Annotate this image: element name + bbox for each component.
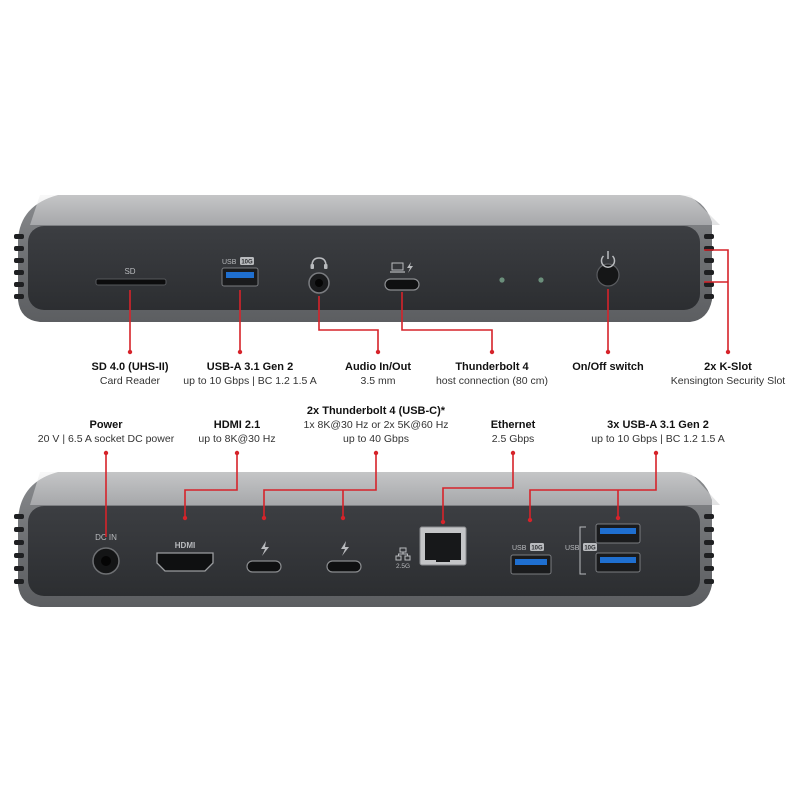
callout-thunderbolt-ports-sub2: up to 40 Gbps [343,433,409,445]
callout-usb-a: USB-A 3.1 Gen 2 up to 10 Gbps | BC 1.2 1… [183,360,316,388]
callout-sd-sub: Card Reader [99,375,161,387]
callout-usb-a-3x-title: 3x USB-A 3.1 Gen 2 [607,419,709,431]
usb-badge-top: USB [222,259,237,266]
laptop-thunderbolt-icon [390,262,413,273]
thunderbolt-host-port [384,278,420,291]
callout-usb-a-title: USB-A 3.1 Gen 2 [206,361,294,373]
usb-group-bracket [579,526,586,575]
usb-a-tongue-bottom-3 [600,557,636,563]
callout-ethernet-title: Ethernet [490,419,536,431]
ethernet-speed-label: 2.5G [396,563,410,570]
callout-audio-title: Audio In/Out [345,361,411,373]
callout-thunderbolt-ports-sub: 1x 8K@30 Hz or 2x 5K@60 Hz [303,419,449,431]
sd-slot-label: SD [124,267,135,276]
callout-sd: SD 4.0 (UHS-II) Card Reader [91,360,168,388]
usb-a-tongue-bottom-2 [600,528,636,534]
callout-hdmi-sub: up to 8K@30 Hz [198,433,276,445]
callout-hdmi: HDMI 2.1 up to 8K@30 Hz [198,418,275,446]
callout-ethernet-sub: 2.5 Gbps [491,433,535,445]
thunderbolt-port-1 [246,560,282,573]
callout-audio: Audio In/Out 3.5 mm [345,360,411,388]
top-dock-device [14,195,720,322]
power-icon [600,251,616,268]
callout-thunderbolt-host: Thunderbolt 4 host connection (80 cm) [436,360,548,388]
callout-power-switch: On/Off switch [572,360,644,374]
usb-badge-bottom-1: USB [512,545,527,552]
callout-thunderbolt-ports-title: 2x Thunderbolt 4 (USB-C)* [306,405,446,417]
sd-card-slot [95,278,167,286]
thunderbolt-icon-1 [261,541,269,556]
status-led-1 [499,277,505,283]
bottom-callout-lines [105,453,657,537]
callout-thunderbolt-host-title: Thunderbolt 4 [455,361,529,373]
usb-speed-badge-bottom-1 [530,543,544,551]
usb-speed-text-top: 10G [241,260,253,266]
callout-thunderbolt-host-sub: host connection (80 cm) [435,375,549,387]
usb-a-tongue-bottom-1 [515,559,547,565]
callout-power-title: Power [89,419,123,431]
usb-speed-text-bottom-2: 10G [584,546,596,552]
callout-usb-a-sub: up to 10 Gbps | BC 1.2 1.5 A [183,375,317,387]
callout-power-sub: 20 V | 6.5 A socket DC power [37,433,175,445]
dc-in-label: DC IN [95,533,117,542]
callout-ethernet: Ethernet 2.5 Gbps [491,418,536,446]
audio-jack-hole [315,279,323,287]
callout-usb-a-3x: 3x USB-A 3.1 Gen 2 up to 10 Gbps | BC 1.… [591,418,724,446]
callout-thunderbolt-ports: 2x Thunderbolt 4 (USB-C)* 1x 8K@30 Hz or… [303,404,448,446]
callout-sd-title: SD 4.0 (UHS-II) [91,361,169,373]
callout-usb-a-3x-sub: up to 10 Gbps | BC 1.2 1.5 A [591,433,725,445]
callout-k-slot-title: 2x K-Slot [704,361,752,373]
usb-speed-text-bottom-1: 10G [531,546,543,552]
top-callout-lines [129,249,729,352]
bottom-callout-dots [103,450,659,525]
usb-speed-badge-top [240,257,254,265]
headphone-icon [310,257,328,269]
callout-hdmi-title: HDMI 2.1 [213,419,261,431]
ethernet-port-opening [425,533,461,560]
top-callout-dots [127,349,731,355]
thunderbolt-port-2 [326,560,362,573]
callout-k-slot: 2x K-Slot Kensington Security Slot [671,360,785,388]
power-button [596,263,620,287]
callout-power: Power 20 V | 6.5 A socket DC power [38,418,174,446]
usb-speed-badge-bottom-2 [583,543,597,551]
status-led-2 [538,277,544,283]
callout-audio-sub: 3.5 mm [360,375,396,387]
callout-k-slot-sub: Kensington Security Slot [670,375,786,387]
callout-power-switch-title: On/Off switch [572,361,644,373]
ethernet-port-tab [436,556,450,562]
network-icon [395,547,411,561]
hdmi-port [156,552,214,572]
usb-a-tongue-top [226,272,254,278]
thunderbolt-icon-2 [341,541,349,556]
dc-in-pin [101,556,111,566]
hdmi-label: HDMI [175,541,195,550]
usb-badge-bottom-2: USB [565,545,580,552]
